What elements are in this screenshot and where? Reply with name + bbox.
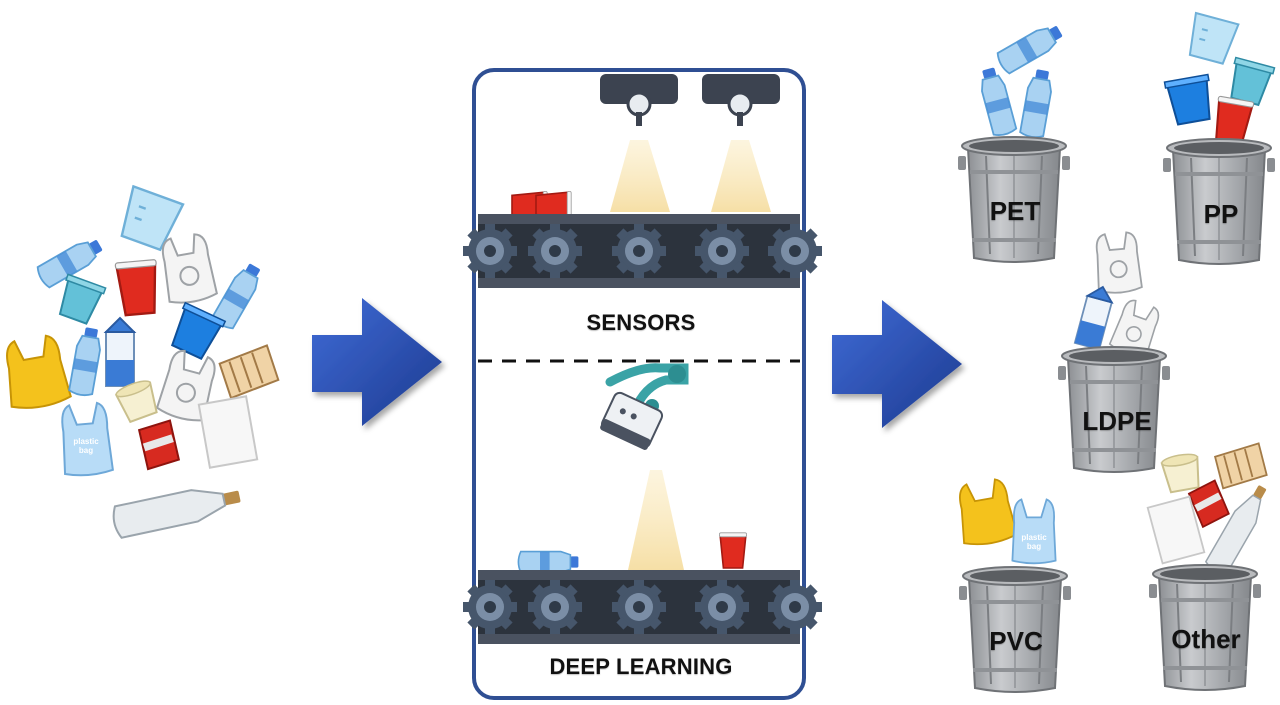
- bin-label-pvc: PVC: [989, 626, 1043, 656]
- bin-label-other: Other: [1171, 624, 1241, 654]
- deep-learning-label: DEEP LEARNING: [549, 654, 733, 679]
- arrow-to-sorter: [312, 298, 442, 426]
- camera-light-beam: [628, 470, 684, 570]
- bin-label-ldpe: LDPE: [1082, 406, 1152, 436]
- upper-conveyor: [463, 190, 822, 288]
- bin-label-pp: PP: [1203, 199, 1239, 229]
- robot-arm: [600, 363, 689, 450]
- sensor-unit-2: [702, 74, 780, 212]
- lower-conveyor: [463, 531, 822, 644]
- bag-print-left: plastic bag: [73, 437, 99, 455]
- mixed-waste-pile: [0, 185, 281, 540]
- sensor-unit-1: [600, 74, 678, 212]
- sensors-label: SENSORS: [586, 310, 696, 335]
- sorting-machine: [463, 68, 822, 700]
- bin-pvc: [953, 476, 1072, 693]
- bin-label-pet: PET: [989, 196, 1041, 226]
- bag-print-pvc: plastic bag: [1021, 533, 1047, 551]
- arrow-to-bins: [832, 300, 962, 428]
